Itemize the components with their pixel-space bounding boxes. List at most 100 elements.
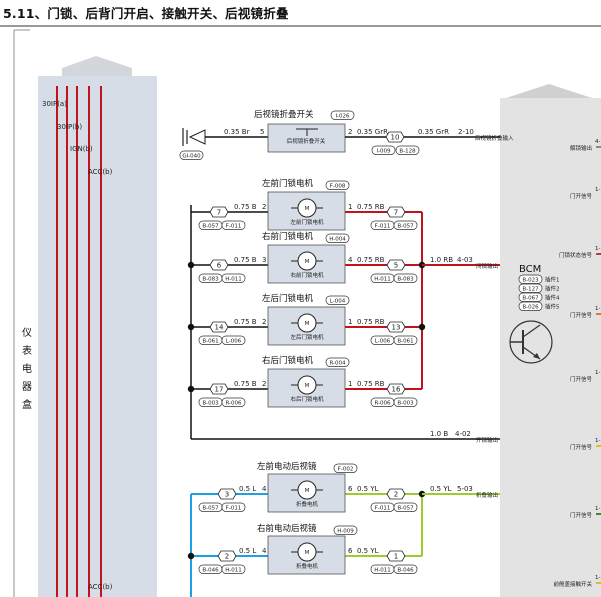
motor-pin: 4 xyxy=(348,256,353,264)
motor-code xyxy=(325,357,350,367)
mirror-code-text: F-002 xyxy=(338,467,354,473)
motor-wire-gauge: 0.75 RB xyxy=(357,318,385,326)
junction-dot xyxy=(187,323,195,331)
motor-pin: 1 xyxy=(348,318,352,326)
bcm-arrow xyxy=(506,84,592,98)
motor-diamond-left xyxy=(209,321,229,333)
motor-conn-text: H-011 xyxy=(374,277,391,283)
mirror-conn-text: H-011 xyxy=(225,568,242,574)
bcm-box xyxy=(500,98,601,597)
junction-dot xyxy=(418,323,426,331)
bcm-pin: 2-10 xyxy=(458,128,474,136)
mirror-wire-gauge: 0.5 L xyxy=(239,485,256,493)
bcm-connector-label: 插件4 xyxy=(545,294,560,302)
switch-wire-gauge: 0.35 GrR xyxy=(357,128,388,136)
bcm-pin-number: 1- xyxy=(595,575,600,581)
fuse-box-label: 30IP(b) xyxy=(57,123,82,131)
bcm-pin-label: 门开信号 xyxy=(570,511,593,519)
bcm-connector-text: B-127 xyxy=(522,287,539,293)
bcm-connector-label: 插件5 xyxy=(545,303,560,311)
bcm-pin-number: 1- xyxy=(595,246,600,252)
mirror-conn-text: F-011 xyxy=(226,506,242,512)
mirror-conn-text: B-046 xyxy=(397,568,414,574)
motor-conn-text: B-003 xyxy=(397,401,414,407)
mirror-conn xyxy=(393,564,418,574)
mirror-wire-gauge: 0.5 YL xyxy=(357,547,379,555)
bcm-pin-label: 门开信号 xyxy=(570,192,593,200)
motor-conn xyxy=(221,335,246,345)
motor-wire-gauge: 0.75 B xyxy=(234,203,257,211)
mirror-pin: 4 xyxy=(262,485,267,493)
bcm-connector-label: 插件1 xyxy=(545,276,560,284)
motor-title: 右后门锁电机 xyxy=(262,355,314,366)
motor-title: 左前门锁电机 xyxy=(262,178,314,189)
motor-conn-text: F-011 xyxy=(375,224,391,230)
motor-conn-text: B-083 xyxy=(397,277,414,283)
motor-conn-text: L-006 xyxy=(226,339,242,345)
junction-dot xyxy=(187,261,195,269)
switch-pin: 5 xyxy=(260,128,264,136)
bcm-pin-number: 4- xyxy=(595,139,600,145)
motor-conn xyxy=(393,273,418,283)
fuse-box-arrow xyxy=(62,56,132,68)
motor-wire-gauge: 0.75 RB xyxy=(357,380,385,388)
switch-wire-gauge: 0.35 GrR xyxy=(418,128,449,136)
motor-conn-text: H-011 xyxy=(225,277,242,283)
mirror-diamond-left-number: 3 xyxy=(225,491,229,499)
bcm-connector xyxy=(518,301,543,311)
motor-symbol-letter: M xyxy=(305,488,310,494)
bcm-connector-text: B-023 xyxy=(522,278,539,284)
motor-code-text: H-004 xyxy=(329,237,346,243)
motor-inner: 右前门锁电机 xyxy=(290,271,324,279)
bcm-title: BCM xyxy=(519,264,541,275)
bcm-pin-number: 1- xyxy=(595,187,600,193)
bcm-pin-number: 1- xyxy=(595,506,600,512)
motor-diamond-right-number: 13 xyxy=(392,324,401,332)
motor-wire-gauge: 0.75 RB xyxy=(357,203,385,211)
motor-symbol-letter: M xyxy=(305,321,310,327)
mirror-wire-gauge: 0.5 YL xyxy=(357,485,379,493)
switch-code xyxy=(330,110,355,120)
motor-wire-gauge: 0.75 B xyxy=(234,318,257,326)
switch-diamond-number: 10 xyxy=(391,134,400,142)
fuse-box-label: IGN(b) xyxy=(70,145,93,153)
motor-diamond-left xyxy=(209,206,229,218)
junction-dot xyxy=(187,385,195,393)
mirror-diamond-left xyxy=(217,488,237,500)
page-title: 5.11、门锁、后背门开启、接触开关、后视镜折叠 xyxy=(3,6,289,21)
bcm-connector xyxy=(518,283,543,293)
unlock-bus-label: 开锁输出 xyxy=(476,436,498,444)
bcm-pin-number: 1- xyxy=(595,438,600,444)
motor-diamond-left-number: 17 xyxy=(215,386,224,394)
ground-code xyxy=(179,150,204,160)
motor-wire-gauge: 0.75 B xyxy=(234,380,257,388)
mirror-inner: 折叠电机 xyxy=(296,562,319,570)
motor-symbol-letter: M xyxy=(305,383,310,389)
motor-conn-text: B-061 xyxy=(202,339,218,345)
bcm-connector xyxy=(518,292,543,302)
fuse-box xyxy=(38,76,157,597)
fuse-box-arrow-base xyxy=(62,68,132,76)
motor-conn-text: B-057 xyxy=(202,224,219,230)
mirror-code xyxy=(333,463,358,473)
junction-dot xyxy=(187,552,195,560)
motor-code xyxy=(325,233,350,243)
fuse-box-name-char: 仪 xyxy=(22,327,32,339)
motor-diamond-left-number: 6 xyxy=(217,262,222,270)
motor-code xyxy=(325,180,350,190)
motor-pin: 2 xyxy=(262,318,266,326)
motor-diamond-right xyxy=(386,259,406,271)
motor-code-text: L-004 xyxy=(330,299,346,305)
motor-inner: 左前门锁电机 xyxy=(290,218,324,226)
lock-bus-label: 闭锁输出 xyxy=(476,262,498,270)
unlock-bus-gauge: 1.0 B xyxy=(430,430,448,438)
motor-conn-text: L-006 xyxy=(375,339,391,345)
mirror-diamond-left-number: 2 xyxy=(225,553,229,561)
switch-wire-gauge: 0.35 Br xyxy=(224,128,250,136)
motor-conn xyxy=(393,397,418,407)
motor-code-text: F-008 xyxy=(330,184,346,190)
motor-conn-text: B-083 xyxy=(202,277,219,283)
mirror-diamond-right-number: 1 xyxy=(394,553,398,561)
lock-bus-pin: 4-03 xyxy=(457,256,473,264)
mirror-diamond-right-number: 2 xyxy=(394,491,398,499)
